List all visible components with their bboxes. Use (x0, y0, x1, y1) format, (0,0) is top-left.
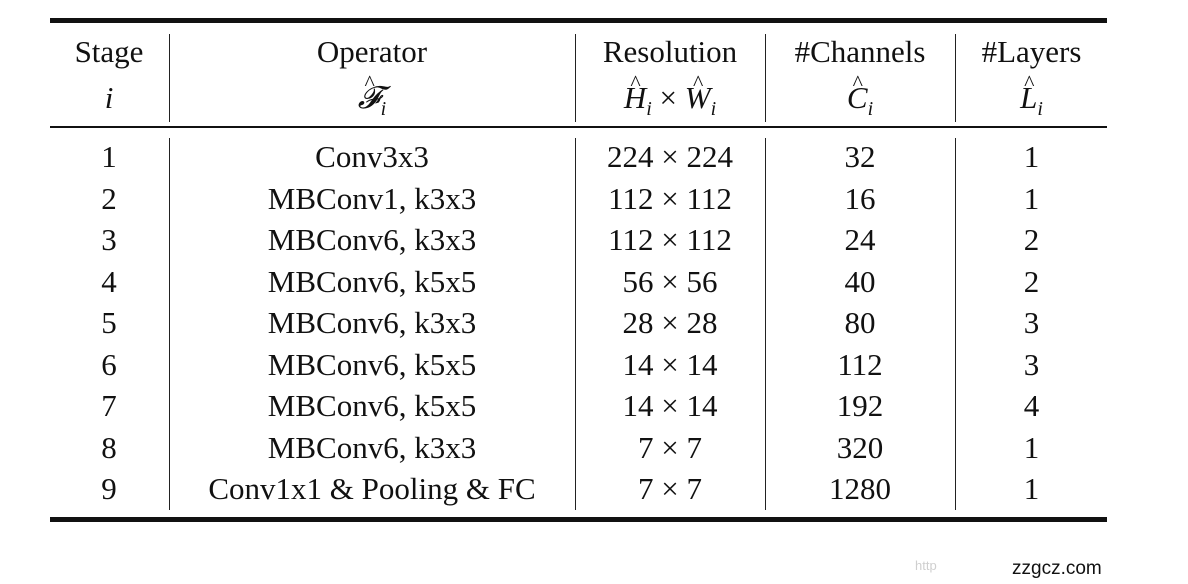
cell-resolution: 112 × 112 (608, 181, 732, 216)
cell-stage: 6 (101, 347, 117, 382)
cell-channels: 32 (844, 139, 876, 174)
cell-layers: 3 (1023, 347, 1040, 382)
column-separator (169, 138, 170, 510)
table-header-rule (50, 126, 1107, 128)
cell-stage: 3 (101, 222, 117, 257)
cell-layers: 1 (1023, 181, 1040, 216)
cell-operator: MBConv1, k3x3 (267, 181, 477, 216)
cell-operator: Conv1x1 & Pooling & FC (208, 471, 536, 506)
cell-layers: 3 (1023, 305, 1040, 340)
cell-resolution: 28 × 28 (622, 305, 718, 340)
cell-channels: 40 (844, 264, 876, 299)
column-separator (575, 138, 576, 510)
cell-stage: 2 (101, 181, 117, 216)
cell-stage: 8 (101, 430, 117, 465)
cell-layers: 2 (1023, 222, 1040, 257)
cell-stage: 7 (101, 388, 117, 423)
table-top-rule (50, 18, 1107, 23)
cell-layers: 1 (1023, 430, 1040, 465)
cell-resolution: 112 × 112 (608, 222, 732, 257)
cell-resolution: 7 × 7 (638, 430, 702, 465)
header-resolution: Resolution (602, 34, 738, 69)
cell-resolution: 14 × 14 (622, 347, 718, 382)
cell-operator: MBConv6, k5x5 (267, 347, 477, 382)
cell-operator: MBConv6, k5x5 (267, 264, 477, 299)
column-separator (955, 34, 956, 122)
cell-channels: 112 (837, 347, 883, 382)
cell-operator: MBConv6, k3x3 (267, 222, 477, 257)
header-channels-symbol: Ci (766, 78, 954, 122)
cell-stage: 4 (101, 264, 117, 299)
watermark-text: zzgcz.com (1012, 558, 1102, 579)
cell-layers: 1 (1023, 139, 1040, 174)
cell-resolution: 56 × 56 (622, 264, 718, 299)
cell-operator: MBConv6, k5x5 (267, 388, 477, 423)
table-bottom-rule (50, 517, 1107, 522)
header-stage-symbol: i (104, 80, 114, 115)
header-layers-symbol: Li (956, 78, 1107, 122)
header-resolution-symbol: Hi × Wi (576, 78, 764, 122)
cell-stage: 1 (101, 139, 117, 174)
column-separator (765, 34, 766, 122)
header-operator-symbol: 𝓕i (170, 78, 574, 122)
column-separator (765, 138, 766, 510)
watermark-faint-text: http (915, 558, 937, 573)
column-separator (169, 34, 170, 122)
header-stage: Stage (74, 34, 144, 69)
cell-operator: MBConv6, k3x3 (267, 430, 477, 465)
cell-operator: MBConv6, k3x3 (267, 305, 477, 340)
cell-channels: 192 (836, 388, 884, 423)
cell-layers: 1 (1023, 471, 1040, 506)
cell-channels: 1280 (829, 471, 891, 506)
cell-operator: Conv3x3 (315, 139, 429, 174)
cell-channels: 320 (836, 430, 884, 465)
cell-resolution: 224 × 224 (607, 139, 733, 174)
cell-resolution: 14 × 14 (622, 388, 718, 423)
cell-layers: 2 (1023, 264, 1040, 299)
column-separator (575, 34, 576, 122)
cell-stage: 5 (101, 305, 117, 340)
cell-channels: 80 (844, 305, 876, 340)
column-separator (955, 138, 956, 510)
cell-stage: 9 (101, 471, 117, 506)
cell-resolution: 7 × 7 (638, 471, 702, 506)
cell-channels: 16 (844, 181, 876, 216)
cell-channels: 24 (844, 222, 876, 257)
cell-layers: 4 (1023, 388, 1040, 423)
